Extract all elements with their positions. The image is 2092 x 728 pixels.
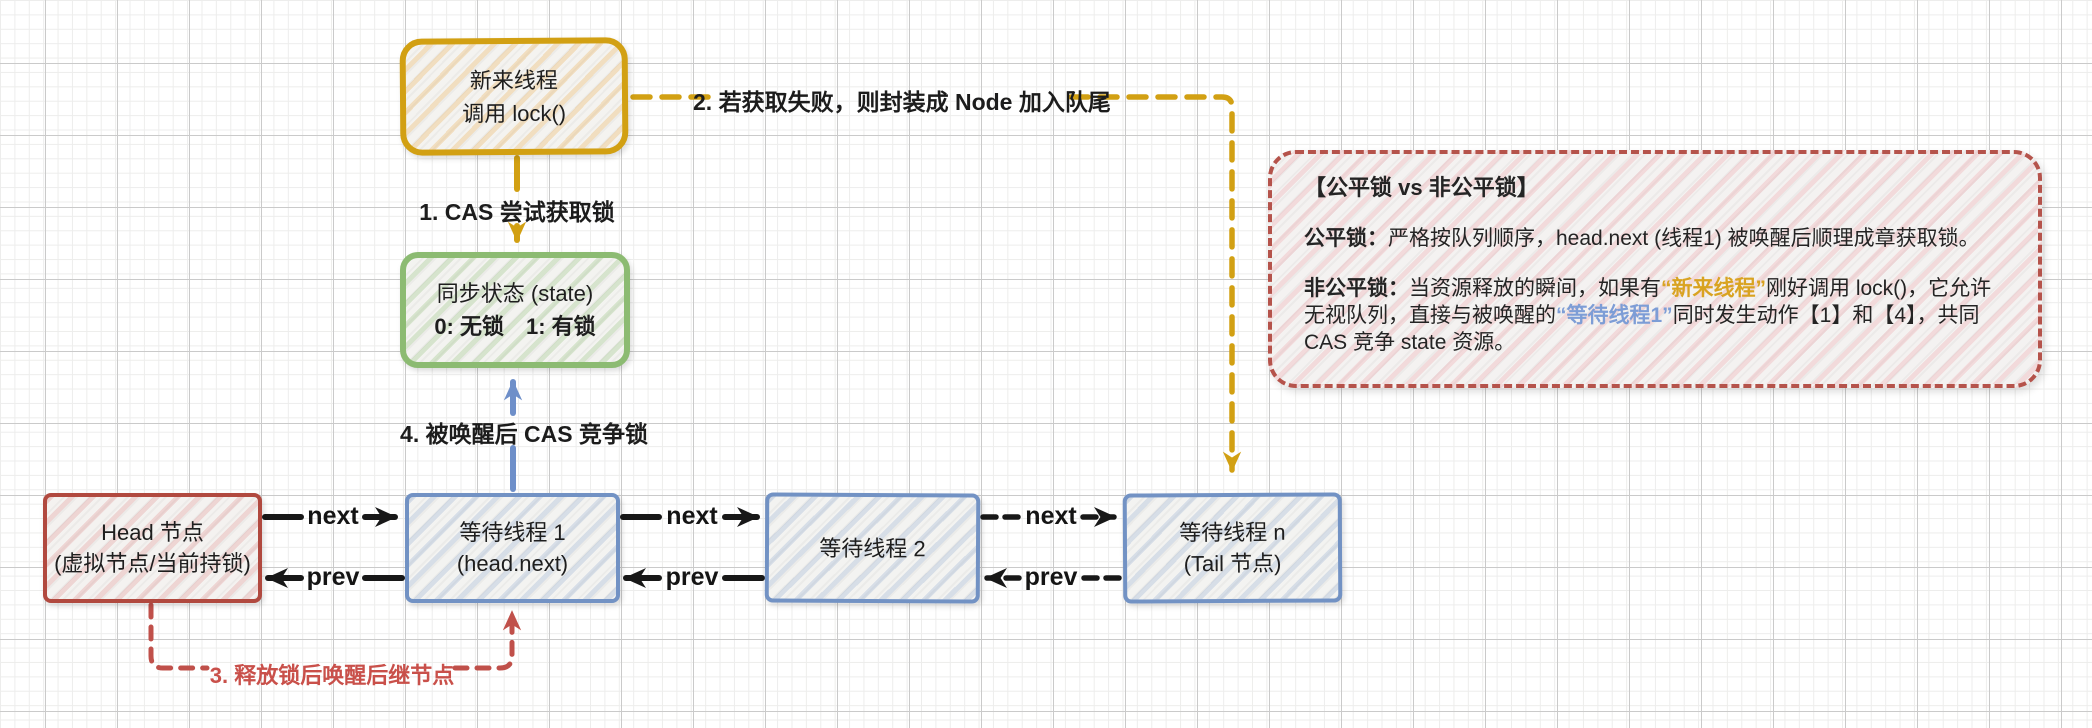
- note-fair-text: 严格按队列顺序，head.next (线程1) 被唤醒后顺理成章获取锁。: [1388, 227, 1980, 250]
- note-title: 【公平锁 vs 非公平锁】: [1304, 175, 1539, 200]
- link3-next-label: next: [1025, 502, 1077, 530]
- fair-vs-unfair-note: 【公平锁 vs 非公平锁】 公平锁：严格按队列顺序，head.next (线程1…: [1268, 150, 2042, 388]
- head-node-line2: (虚拟节点/当前持锁): [54, 551, 251, 576]
- waiting-threadn-box: 等待线程 n (Tail 节点): [1122, 492, 1343, 604]
- link3-prev-label: prev: [1024, 563, 1078, 591]
- note-waiting-thread1-highlight: “等待线程1”: [1556, 304, 1673, 327]
- waiting-thread1-box: 等待线程 1 (head.next): [405, 493, 620, 603]
- note-unfair-text3: 同时发生动作【1】和【4】，共同 CAS 竞争 state 资源。: [1304, 304, 1980, 354]
- waiting-threadn-line2: (Tail 节点): [1183, 550, 1282, 577]
- link1-prev-label: prev: [306, 563, 360, 591]
- note-fair-paragraph: 公平锁：严格按队列顺序，head.next (线程1) 被唤醒后顺理成章获取锁。: [1304, 225, 2008, 252]
- new-thread-line2: 调用 lock(): [462, 100, 567, 126]
- step3-label: 3. 释放锁后唤醒后继节点: [209, 663, 455, 688]
- step2-label: 2. 若获取失败，则封装成 Node 加入队尾: [693, 89, 1111, 115]
- step3-arrow: [148, 602, 522, 671]
- new-thread-box: 新来线程 调用 lock(): [399, 37, 629, 156]
- link2-next-label: next: [666, 502, 718, 530]
- link2-prev-label: prev: [665, 563, 719, 591]
- note-fair-label: 公平锁：: [1304, 227, 1388, 250]
- waiting-threadn-line1: 等待线程 n: [1179, 519, 1286, 546]
- state-line1: 同步状态 (state): [436, 281, 594, 306]
- note-unfair-paragraph: 非公平锁：当资源释放的瞬间，如果有“新来线程”刚好调用 lock()，它允许无视…: [1304, 275, 2008, 356]
- note-unfair-text1: 当资源释放的瞬间，如果有: [1409, 277, 1661, 300]
- waiting-thread1-line1: 等待线程 1: [459, 520, 566, 545]
- link1-next-label: next: [307, 502, 359, 530]
- note-unfair-label: 非公平锁：: [1304, 277, 1409, 300]
- note-new-thread-highlight: “新来线程”: [1661, 277, 1766, 300]
- state-line2: 0: 无锁 1: 有锁: [434, 314, 596, 339]
- waiting-thread1-line2: (head.next): [456, 551, 569, 576]
- waiting-thread2-line1: 等待线程 2: [819, 535, 926, 561]
- step1-label: 1. CAS 尝试获取锁: [419, 199, 615, 225]
- sync-state-box: 同步状态 (state) 0: 无锁 1: 有锁: [400, 252, 630, 368]
- new-thread-line1: 新来线程: [469, 67, 558, 93]
- waiting-thread2-box: 等待线程 2: [764, 492, 981, 604]
- step2-arrow: [630, 94, 1242, 473]
- head-node-line1: Head 节点: [101, 520, 204, 545]
- step4-label: 4. 被唤醒后 CAS 竞争锁: [400, 421, 648, 447]
- note-unfair-text2: 刚好调用 lock()，它允许无视队列，直接与被唤醒的: [1304, 277, 1992, 327]
- head-node-box: Head 节点 (虚拟节点/当前持锁): [43, 493, 262, 603]
